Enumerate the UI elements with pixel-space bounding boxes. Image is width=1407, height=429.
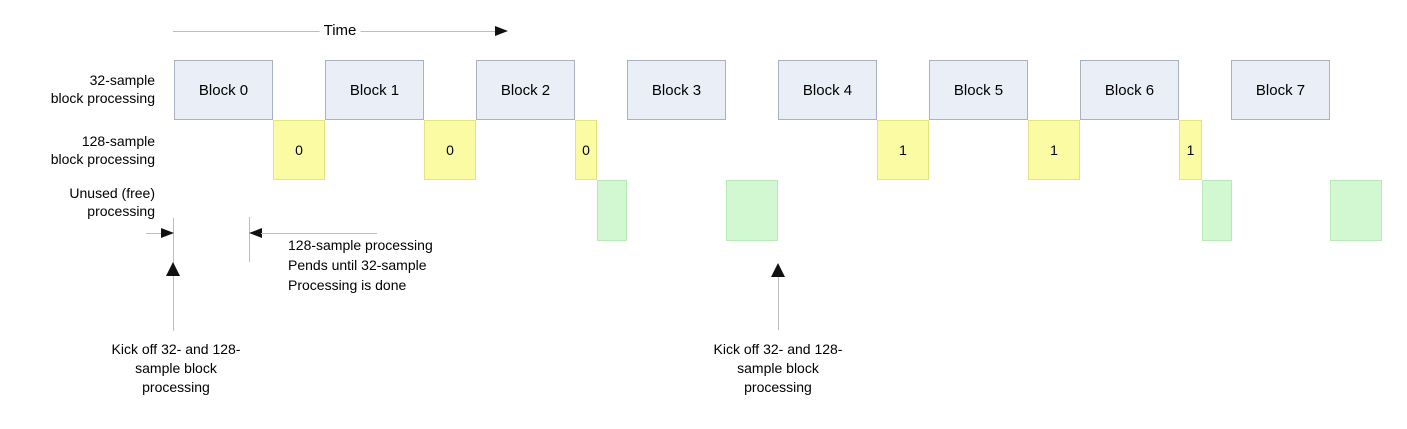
kickoff-note-right: Kick off 32- and 128- sample block proce… xyxy=(678,340,878,397)
kickoff-note-line: sample block xyxy=(737,360,819,376)
row-label-line: block processing xyxy=(50,151,155,167)
row-label-unused-free: Unused (free) processing xyxy=(0,184,155,220)
block-128-segment: 1 xyxy=(1028,120,1080,180)
kickoff-note-line: Kick off 32- and 128- xyxy=(713,341,843,357)
row-label-line: block processing xyxy=(50,90,155,106)
free-segment xyxy=(726,180,778,241)
dimension-tick-pend-end xyxy=(249,217,250,262)
kickoff-arrow-right-icon xyxy=(771,263,785,277)
block-32-segment: Block 5 xyxy=(929,60,1028,120)
block-32-segment: Block 2 xyxy=(476,60,575,120)
pend-note-line: Processing is done xyxy=(288,277,407,293)
time-axis-label: Time xyxy=(319,22,361,40)
block-128-segment: 0 xyxy=(575,120,597,180)
block-32-segment: Block 1 xyxy=(325,60,424,120)
dimension-line-left xyxy=(146,233,162,234)
kickoff-note-line: processing xyxy=(744,379,812,395)
kickoff-note-line: sample block xyxy=(135,360,217,376)
block-32-segment: Block 7 xyxy=(1231,60,1330,120)
pend-note-line: Pends until 32-sample xyxy=(288,257,427,273)
kickoff-arrow-right-shaft xyxy=(778,277,779,330)
row-label-line: processing xyxy=(87,203,155,219)
block-128-segment: 0 xyxy=(273,120,325,180)
block-32-segment: Block 3 xyxy=(627,60,726,120)
kickoff-note-line: processing xyxy=(142,379,210,395)
free-segment xyxy=(1330,180,1382,241)
row-label-line: 32-sample xyxy=(89,72,155,88)
block-32-segment: Block 6 xyxy=(1080,60,1179,120)
row-label-128-sample: 128-sample block processing xyxy=(0,132,155,168)
free-segment xyxy=(597,180,627,241)
block-128-segment: 1 xyxy=(1179,120,1202,180)
row-label-line: 128-sample xyxy=(81,133,155,149)
free-segment xyxy=(1202,180,1232,241)
kickoff-note-left: Kick off 32- and 128- sample block proce… xyxy=(76,340,276,397)
block-128-segment: 1 xyxy=(877,120,929,180)
block-128-segment: 0 xyxy=(424,120,476,180)
pend-note-line: 128-sample processing xyxy=(288,237,433,253)
block-32-segment: Block 4 xyxy=(778,60,877,120)
pend-note: 128-sample processing Pends until 32-sam… xyxy=(288,235,433,295)
row-label-line: Unused (free) xyxy=(69,185,155,201)
kickoff-arrow-left-icon xyxy=(166,262,180,276)
row-label-32-sample: 32-sample block processing xyxy=(0,71,155,107)
block-32-segment: Block 0 xyxy=(174,60,273,120)
dimension-arrowhead-right-icon xyxy=(161,228,174,238)
time-axis-arrowhead-icon xyxy=(495,26,508,36)
dimension-arrowhead-left-icon xyxy=(249,228,262,238)
pend-note-leader-line xyxy=(261,233,377,234)
kickoff-note-line: Kick off 32- and 128- xyxy=(111,341,241,357)
